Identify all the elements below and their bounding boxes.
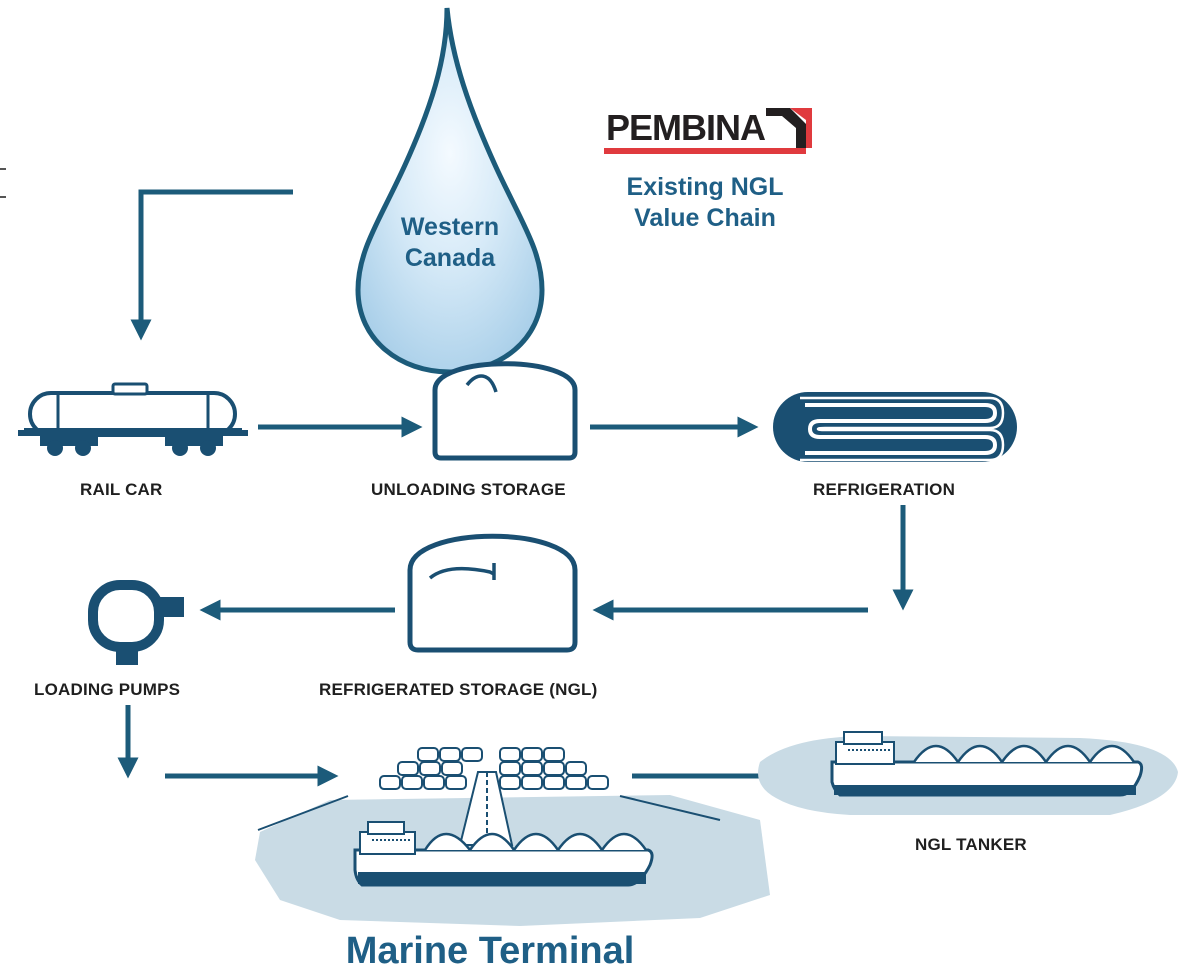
- caption-line2: Value Chain: [634, 204, 776, 232]
- value-chain-caption: Existing NGL Value Chain: [590, 172, 820, 234]
- caption-line1: Existing NGL: [626, 173, 784, 201]
- stage-label-unloading-storage: UNLOADING STORAGE: [371, 480, 566, 499]
- stage-label-refrigeration: REFRIGERATION: [813, 480, 956, 499]
- western-canada-drop: [355, 7, 545, 375]
- source-line1: Western: [400, 213, 500, 241]
- source-line2: Canada: [404, 244, 496, 272]
- refrigerated-storage-tank-icon: [407, 533, 578, 653]
- stage-label-rail-car: RAIL CAR: [80, 480, 163, 499]
- loading-pump-icon: [88, 580, 184, 665]
- marine-terminal-illustration: [255, 747, 770, 926]
- stage-label-refrigerated-storage: REFRIGERATED STORAGE (NGL): [319, 680, 598, 699]
- source-label: Western Canada: [370, 212, 530, 274]
- unloading-storage-tank-icon: [432, 361, 578, 461]
- stage-label-loading-pumps: LOADING PUMPS: [34, 680, 181, 699]
- svg-text:PEMBINA: PEMBINA: [606, 107, 766, 148]
- marine-terminal-title: Marine Terminal: [345, 930, 635, 972]
- cropped-edge-mark: [0, 168, 6, 198]
- ngl-tanker-illustration: [758, 731, 1178, 815]
- pembina-logo: PEMBINA: [604, 107, 812, 154]
- rail-car-icon: [18, 382, 248, 456]
- refrigeration-unit-icon: [773, 392, 1017, 462]
- stage-label-ngl-tanker: NGL TANKER: [915, 835, 1027, 854]
- pipeline-to-rail-car: [130, 189, 293, 341]
